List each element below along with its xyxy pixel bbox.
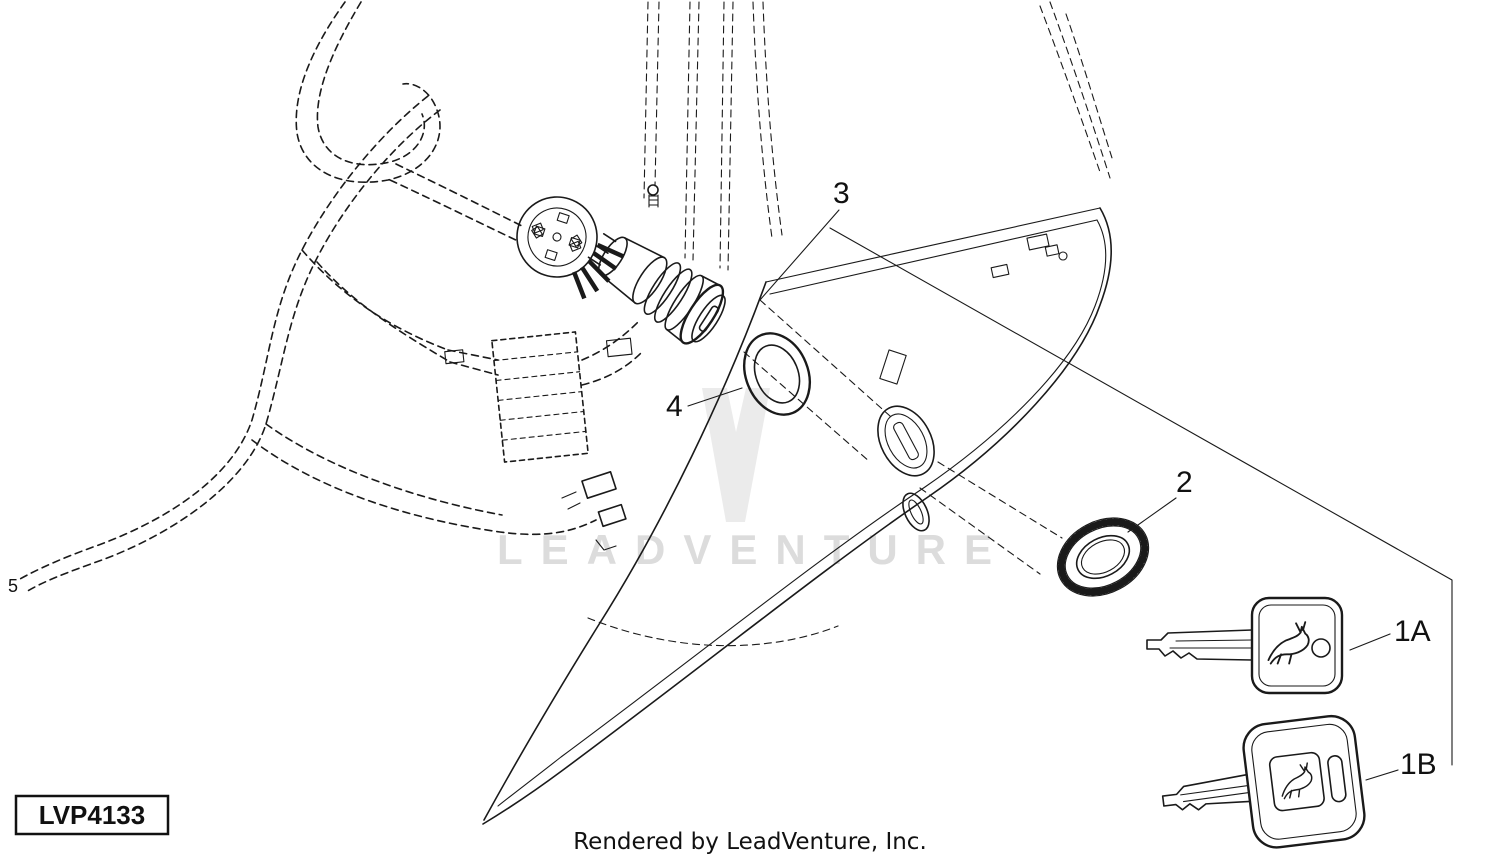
module-terminal: [444, 349, 465, 365]
footer-credit: Rendered by LeadVenture, Inc.: [573, 829, 927, 855]
callout-4: 4: [666, 390, 683, 423]
assembly-projection-lines: [743, 299, 1063, 575]
control-module: [444, 331, 633, 463]
key-1b-logo-plate: [1268, 751, 1325, 812]
callout-1b: 1B: [1400, 748, 1437, 781]
module-terminal: [605, 337, 633, 358]
drawing-code: LVP4133: [39, 800, 145, 830]
key-1a-head: [1250, 596, 1344, 695]
bezel-nut: [1056, 517, 1150, 597]
deer-logo-icon: [1267, 621, 1310, 665]
drawing-code-box: LVP4133: [14, 794, 170, 836]
screw: [647, 184, 659, 208]
connector-pins: [531, 212, 583, 261]
key-1a: [1146, 596, 1344, 695]
leadventure-watermark: LEADVENTURE: [497, 388, 1010, 573]
key-slot: [698, 305, 720, 333]
key-1b: [1161, 714, 1366, 849]
ignition-switch: [587, 232, 726, 345]
callout-leader-lines: [687, 209, 1453, 781]
callout-1a: 1A: [1394, 615, 1431, 648]
wiring-harness: [19, 1, 643, 593]
panel-clip-hardware: [879, 233, 1068, 385]
key-1b-cover: [1242, 714, 1366, 849]
key-1b-grip-slot: [1327, 755, 1347, 803]
dash-panel: [482, 207, 1113, 825]
harness-clips: [561, 471, 627, 551]
harness-connector-plug: [516, 196, 625, 300]
key-1b-shaft: [1161, 773, 1251, 811]
key-1a-hole: [1311, 638, 1331, 658]
callout-3: 3: [833, 177, 850, 210]
knurling: [1057, 518, 1149, 596]
trim-washer: [743, 332, 811, 416]
column-cable-lines: [643, 1, 783, 271]
callout-5: 5: [8, 576, 18, 596]
switch-mounting-hole: [877, 405, 935, 477]
key-1a-shaft: [1146, 629, 1253, 661]
watermark-text: LEADVENTURE: [497, 526, 1010, 573]
deer-logo-icon: [1277, 762, 1315, 800]
watermark-logo-icon: [702, 388, 770, 522]
cowl-lines-right: [1039, 1, 1113, 179]
indicator-slot: [902, 492, 930, 532]
callout-2: 2: [1176, 466, 1193, 499]
